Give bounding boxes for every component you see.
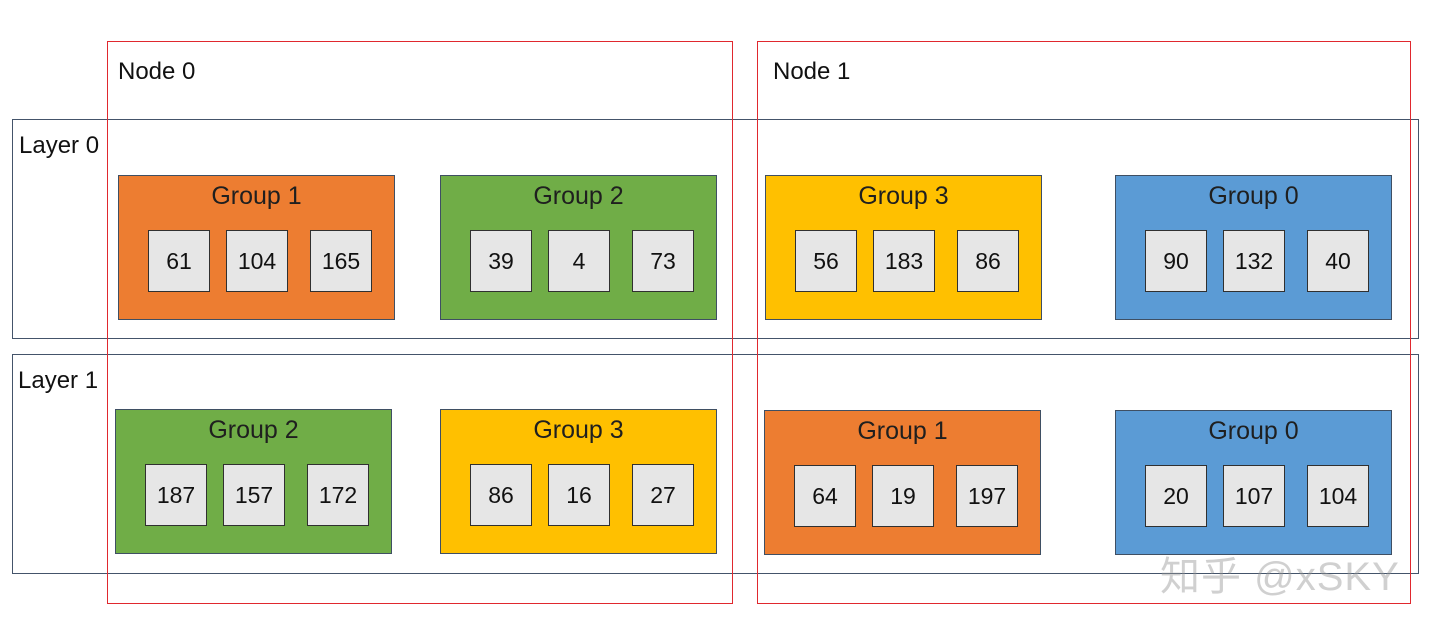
node-0-label: Node 0 [118, 58, 196, 85]
value-cell: 197 [956, 465, 1018, 527]
value-cell: 104 [226, 230, 288, 292]
value-cell: 64 [794, 465, 856, 527]
group-title: Group 1 [211, 182, 302, 210]
value-cell: 16 [548, 464, 610, 526]
value-cell: 19 [872, 465, 934, 527]
group-title: Group 1 [857, 417, 948, 445]
group-title: Group 3 [533, 416, 624, 444]
value-cell: 90 [1145, 230, 1207, 292]
value-cell: 183 [873, 230, 935, 292]
layer-0-group-box: Group 1 61 104 165 [118, 175, 395, 320]
group-title: Group 0 [1208, 182, 1299, 210]
group-title: Group 3 [858, 182, 949, 210]
layer-1-group-box: Group 2 187 157 172 [115, 409, 392, 554]
value-cell: 187 [145, 464, 207, 526]
value-cell: 40 [1307, 230, 1369, 292]
value-cell: 20 [1145, 465, 1207, 527]
node-1-label: Node 1 [773, 58, 851, 85]
value-cell: 4 [548, 230, 610, 292]
group-title: Group 2 [533, 182, 624, 210]
value-cell: 27 [632, 464, 694, 526]
layer-0-label: Layer 0 [19, 132, 100, 159]
layer-0-group-box: Group 3 56 183 86 [765, 175, 1042, 320]
layer-1-group-box: Group 0 20 107 104 [1115, 410, 1392, 555]
layer-0-group-box: Group 0 90 132 40 [1115, 175, 1392, 320]
layer-1-box [12, 354, 1419, 574]
value-cell: 86 [470, 464, 532, 526]
group-title: Group 2 [208, 416, 299, 444]
value-cell: 132 [1223, 230, 1285, 292]
value-cell: 56 [795, 230, 857, 292]
layer-1-group-box: Group 1 64 19 197 [764, 410, 1041, 555]
value-cell: 172 [307, 464, 369, 526]
layer-1-label: Layer 1 [18, 367, 99, 394]
value-cell: 107 [1223, 465, 1285, 527]
value-cell: 157 [223, 464, 285, 526]
value-cell: 165 [310, 230, 372, 292]
watermark-text: 知乎 @xSKY [1160, 555, 1400, 599]
value-cell: 73 [632, 230, 694, 292]
value-cell: 61 [148, 230, 210, 292]
group-title: Group 0 [1208, 417, 1299, 445]
layer-0-box [12, 119, 1419, 339]
value-cell: 86 [957, 230, 1019, 292]
value-cell: 104 [1307, 465, 1369, 527]
layer-0-group-box: Group 2 39 4 73 [440, 175, 717, 320]
value-cell: 39 [470, 230, 532, 292]
layer-1-group-box: Group 3 86 16 27 [440, 409, 717, 554]
